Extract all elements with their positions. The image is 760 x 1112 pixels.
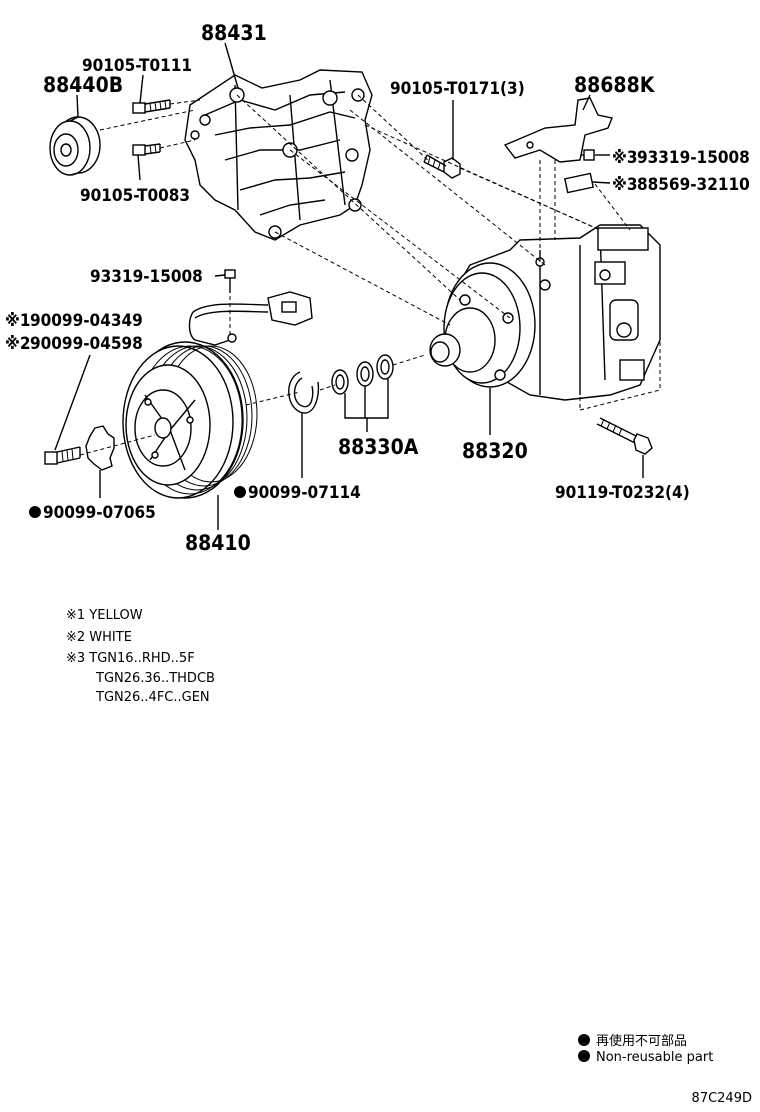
non-reusable-dot-icon xyxy=(578,1050,590,1062)
label-clip-stay-prefix: ※3 xyxy=(612,175,638,195)
label-shim-yellow-prefix: ※1 xyxy=(5,311,31,331)
label-bolt-bracket: 90105-T0171(3) xyxy=(390,79,525,99)
bolt-illustrations xyxy=(44,99,653,465)
label-screw-stay-prefix: ※3 xyxy=(612,148,638,168)
lead-wire-illustration xyxy=(188,291,313,346)
legend-japanese: 再使用不可部品 xyxy=(578,1030,687,1049)
label-bracket: 88431 xyxy=(201,21,267,45)
snap-ring-illustrations xyxy=(85,354,394,471)
label-bolt-compressor: 90119-T0232(4) xyxy=(555,483,690,503)
bracket-illustration xyxy=(184,69,373,241)
footnote-3-line-2: TGN26.36..THDCB xyxy=(96,671,215,686)
assembly-dashed-lines xyxy=(79,94,661,456)
clutch-illustration xyxy=(122,341,258,499)
diagram-code: 87C249D xyxy=(691,1091,752,1106)
label-stay: 88688K xyxy=(574,73,656,97)
legend-jp-text: 再使用不可部品 xyxy=(596,1034,688,1049)
part-labels: 88431 88440B 90105-T0111 90105-T0083 901… xyxy=(5,21,750,555)
label-bolt-top: 90105-T0111 xyxy=(82,56,192,76)
label-compressor: 88320 xyxy=(462,439,528,463)
legend-english: Non-reusable part xyxy=(578,1050,713,1065)
footnote-1: ※1 YELLOW xyxy=(66,608,143,623)
non-reusable-mark-hub xyxy=(29,506,41,518)
label-screw-lead: 93319-15008 xyxy=(90,267,203,287)
footnote-2: ※2 WHITE xyxy=(66,630,132,645)
label-screw-stay: 93319-15008 xyxy=(637,148,750,168)
label-idler-pulley: 88440B xyxy=(43,73,123,97)
non-reusable-mark-pulley xyxy=(234,486,246,498)
label-shim-yellow: 90099-04349 xyxy=(30,311,143,331)
footnote-3-line-3: TGN26..4FC..GEN xyxy=(96,690,210,705)
compressor-illustration xyxy=(429,224,661,401)
label-shim-white: 90099-04598 xyxy=(30,334,143,354)
label-snap-ring-pulley: 90099-07114 xyxy=(248,483,361,503)
non-reusable-dot-icon xyxy=(578,1034,590,1046)
label-clutch: 88410 xyxy=(185,531,251,555)
idler-pulley-illustration xyxy=(49,116,101,176)
label-bolt-lower: 90105-T0083 xyxy=(80,186,190,206)
footnote-3: ※3 TGN16..RHD..5F xyxy=(66,651,195,666)
label-shim-white-prefix: ※2 xyxy=(5,334,31,354)
label-clip-stay: 88569-32110 xyxy=(637,175,750,195)
stay-illustration xyxy=(503,97,613,163)
legend-en-text: Non-reusable part xyxy=(596,1050,714,1065)
label-snap-ring-hub: 90099-07065 xyxy=(43,503,156,523)
leader-lines xyxy=(54,42,644,530)
label-shim-set: 88330A xyxy=(338,435,419,459)
